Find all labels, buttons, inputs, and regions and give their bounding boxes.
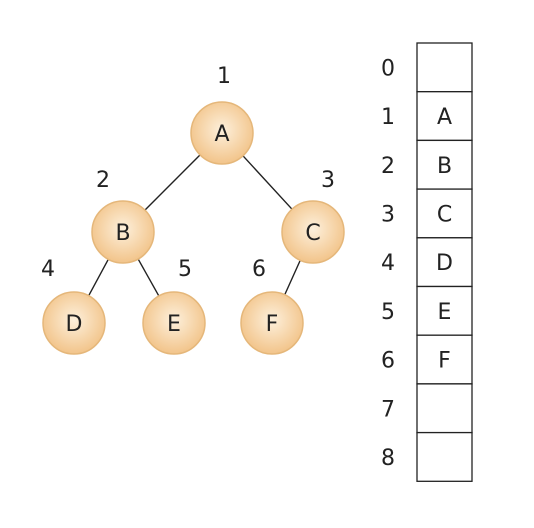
tree-node-label: B: [115, 221, 130, 246]
array-cell-value: E: [438, 300, 452, 325]
tree-node-circle: [42, 291, 106, 355]
array-row: 7: [381, 383, 473, 434]
tree-node-f: F: [240, 291, 304, 355]
array-cell: [416, 431, 473, 482]
tree-node-circle: [281, 200, 345, 264]
array-row: 0: [381, 42, 473, 93]
array-cell: [416, 139, 473, 190]
tree-edge-b-d: [88, 258, 109, 297]
tree-node-circle: [142, 291, 206, 355]
array-row: 8: [381, 431, 473, 482]
array-index-label: 1: [381, 105, 395, 130]
tree-node-e: E: [142, 291, 206, 355]
tree-index-labels: 1 2 3 4 5 6: [41, 64, 335, 282]
array-cell: [416, 91, 473, 142]
tree-node-index-label: 1: [217, 64, 231, 89]
tree-edge-b-e: [137, 258, 160, 297]
tree-edge-a-b: [144, 154, 201, 211]
array-index-label: 6: [381, 349, 395, 374]
tree-node-label: E: [167, 312, 181, 337]
tree-edge-a-c: [242, 155, 293, 210]
array-index-label: 8: [381, 446, 395, 471]
tree-node-index-label: 3: [321, 168, 335, 193]
tree-node-d: D: [42, 291, 106, 355]
tree-node-b: B: [91, 200, 155, 264]
tree-node-circle: [91, 200, 155, 264]
array-cell: [416, 285, 473, 336]
array-index-label: 0: [381, 56, 395, 81]
array-cell: [416, 383, 473, 434]
tree-node-label: A: [214, 122, 229, 147]
tree-node-index-label: 6: [252, 257, 266, 282]
array-cell: [416, 42, 473, 93]
tree-node-index-label: 4: [41, 257, 55, 282]
array-cell: [416, 334, 473, 385]
tree-node-label: F: [266, 312, 279, 337]
tree-nodes: A B C D E F: [42, 101, 345, 355]
array-cell-value: A: [437, 105, 452, 130]
array-cell: [416, 237, 473, 288]
array-index-label: 5: [381, 300, 395, 325]
array-cell-value: C: [437, 202, 452, 227]
tree-edge-c-f: [284, 259, 301, 296]
tree-node-c: C: [281, 200, 345, 264]
array-cell-value: D: [436, 251, 453, 276]
tree-node-index-label: 2: [96, 168, 110, 193]
tree-edges: [88, 154, 301, 297]
tree-node-a: A: [190, 101, 254, 165]
tree-node-circle: [240, 291, 304, 355]
tree-node-circle: [190, 101, 254, 165]
tree-node-label: C: [305, 221, 320, 246]
array-index-label: 4: [381, 251, 395, 276]
array-index-label: 7: [381, 397, 395, 422]
tree-node-label: D: [66, 312, 83, 337]
array-index-label: 3: [381, 202, 395, 227]
array-cell-value: B: [437, 154, 452, 179]
array-index-label: 2: [381, 154, 395, 179]
tree-node-index-label: 5: [178, 257, 192, 282]
array-cell-value: F: [438, 349, 451, 374]
